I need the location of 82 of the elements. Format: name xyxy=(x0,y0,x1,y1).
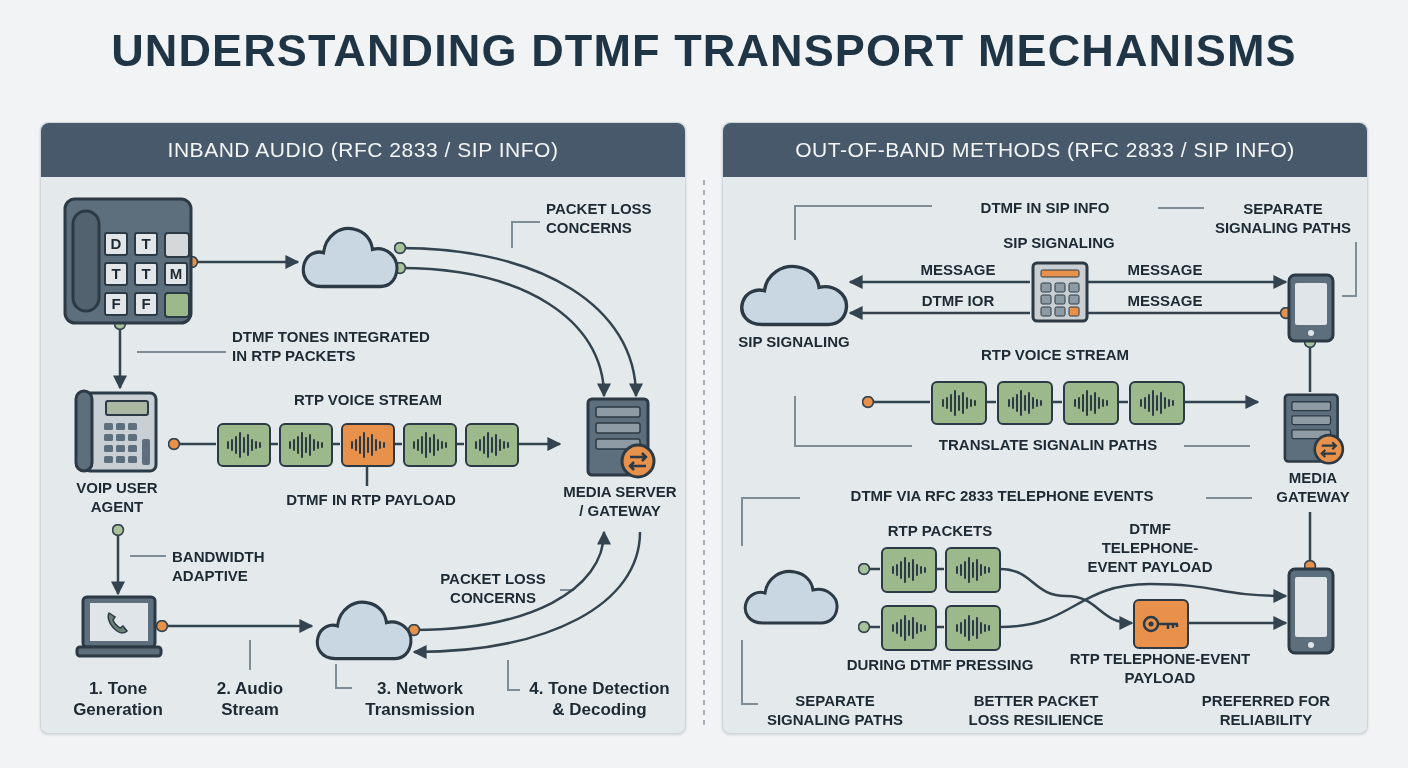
connector-line xyxy=(456,442,464,446)
arrow xyxy=(848,275,1030,289)
connector-line xyxy=(1118,400,1128,404)
keypad-key: M xyxy=(164,262,188,286)
section-label: DTMF VIA RFC 2833 TELEPHONE EVENTS xyxy=(849,487,1155,506)
node-label: MEDIA GATEWAY xyxy=(1275,469,1351,507)
arrow xyxy=(999,567,1134,630)
node-label: MEDIA SERVER / GATEWAY xyxy=(562,483,678,521)
rtp-packet xyxy=(403,423,457,467)
step-label: 1. Tone Generation xyxy=(72,678,164,721)
connector-line xyxy=(332,442,340,446)
note-text: BANDWIDTH ADAPTIVE xyxy=(172,548,266,586)
arrow xyxy=(1188,616,1288,630)
step-label: 3. Network Transmission xyxy=(364,678,476,721)
keypad-device-drawing xyxy=(1031,261,1089,323)
arrow xyxy=(393,241,642,398)
mobile-phone-drawing xyxy=(1287,567,1335,655)
rtp-packet xyxy=(279,423,333,467)
connector-line xyxy=(365,466,369,486)
arrow xyxy=(111,523,125,596)
keypad-key: T xyxy=(134,262,158,286)
rtp-packet xyxy=(465,423,519,467)
panel xyxy=(722,122,1368,734)
rtp-packet xyxy=(1129,381,1185,425)
note-text: PACKET LOSS CONCERNS xyxy=(439,570,547,608)
note-text: DURING DTMF PRESSING xyxy=(845,656,1035,675)
rtp-packet xyxy=(945,605,1001,651)
connector-line xyxy=(167,437,216,451)
connector-line xyxy=(936,567,944,571)
arrow xyxy=(1184,395,1260,409)
rtp-packet xyxy=(881,547,937,593)
panel xyxy=(40,122,686,734)
keypad-key: F xyxy=(104,292,128,316)
laptop-drawing xyxy=(75,595,163,659)
node-label: VOIP USER AGENT xyxy=(75,479,159,517)
panel-heading: INBAND AUDIO (RFC 2833 / SIP INFO) xyxy=(41,123,685,177)
page-title: UNDERSTANDING DTMF TRANSPORT MECHANISMS xyxy=(110,28,1298,73)
section-label: DTMF IN SIP INFO xyxy=(979,199,1111,218)
connector-line xyxy=(861,395,930,409)
rtp-packet xyxy=(217,423,271,467)
note-text: PREFERRED FOR RELIABILITY xyxy=(1200,692,1332,730)
connector-line xyxy=(857,620,880,634)
connector-line xyxy=(394,442,402,446)
step-label: 4. Tone Detection & Decoding xyxy=(528,678,671,721)
rtp-packet xyxy=(1063,381,1119,425)
event-packet xyxy=(1133,599,1189,649)
rtp-packet xyxy=(931,381,987,425)
rtp-packet xyxy=(945,547,1001,593)
connector-line xyxy=(1052,400,1062,404)
section-label: RTP PACKETS xyxy=(886,522,994,541)
mobile-phone-drawing xyxy=(1287,273,1335,343)
rtp-packet xyxy=(881,605,937,651)
rtp-packet xyxy=(341,423,395,467)
note-text: DTMF TONES INTEGRATED IN RTP PACKETS xyxy=(232,328,431,366)
note-text: SEPARATE SIGNALING PATHS xyxy=(765,692,905,730)
arrow xyxy=(999,582,1288,629)
arrow xyxy=(1088,275,1288,289)
section-label: RTP VOICE STREAM xyxy=(292,391,444,410)
note-text: PACKET LOSS CONCERNS xyxy=(546,200,653,238)
note-text: TRANSLATE SIGNALIN PATHS xyxy=(937,436,1159,455)
arrow xyxy=(412,531,642,659)
arrow xyxy=(155,619,314,633)
step-label: 2. Audio Stream xyxy=(215,678,285,721)
connector-line xyxy=(936,625,944,629)
rtp-packet xyxy=(997,381,1053,425)
arrow xyxy=(518,437,562,451)
keypad-key: F xyxy=(134,292,158,316)
panel-heading: OUT-OF-BAND METHODS (RFC 2833 / SIP INFO) xyxy=(723,123,1367,177)
note-text: BETTER PACKET LOSS RESILIENCE xyxy=(967,692,1105,730)
keypad-key: T xyxy=(134,232,158,256)
section-label: RTP VOICE STREAM xyxy=(979,346,1131,365)
keypad-key: T xyxy=(104,262,128,286)
connector-line xyxy=(270,442,278,446)
node-label: SIP SIGNALING xyxy=(1002,234,1116,253)
keypad-key: D xyxy=(104,232,128,256)
arrow xyxy=(407,530,610,637)
note-text: SEPARATE SIGNALING PATHS xyxy=(1213,200,1353,238)
connector-line xyxy=(857,562,880,576)
node-label: RTP TELEPHONE-EVENT PAYLOAD xyxy=(1068,650,1252,688)
connector-line xyxy=(986,400,996,404)
arrow xyxy=(848,306,1030,320)
node-label: SIP SIGNALING xyxy=(738,333,850,352)
